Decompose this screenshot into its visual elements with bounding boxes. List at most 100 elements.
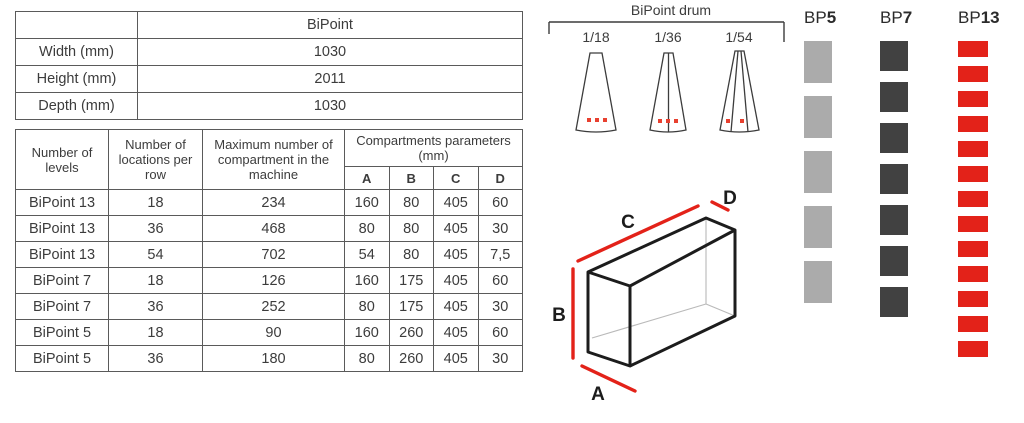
block-item xyxy=(880,82,908,112)
header-number-of-locations: Number of locations per row xyxy=(108,129,203,190)
cell-param-a: 80 xyxy=(344,215,390,242)
drum-segment-label-1-18: 1/18 xyxy=(582,29,609,45)
cell-param-d: 60 xyxy=(477,189,523,216)
block-column-bp5: BP5 xyxy=(804,8,874,303)
cell-locations: 36 xyxy=(108,345,203,372)
block-stack-bp13 xyxy=(958,41,1024,357)
block-item xyxy=(880,123,908,153)
cell-locations: 18 xyxy=(108,319,203,346)
dimension-line-c xyxy=(576,204,700,263)
block-item xyxy=(958,291,988,307)
cell-param-c: 405 xyxy=(433,293,479,320)
cell-param-c: 405 xyxy=(433,215,479,242)
header-param-b: B xyxy=(388,166,434,190)
block-item xyxy=(958,191,988,207)
cell-param-d: 60 xyxy=(477,319,523,346)
block-item xyxy=(880,287,908,317)
block-item xyxy=(880,41,908,71)
drum-segment-label-1-36: 1/36 xyxy=(654,29,681,45)
drum-title: BiPoint drum xyxy=(630,2,712,18)
cell-param-b: 260 xyxy=(388,319,434,346)
cell-param-c: 405 xyxy=(433,267,479,294)
block-item xyxy=(880,164,908,194)
block-item xyxy=(958,91,988,107)
header-compartments-parameters: Compartments parameters (mm) xyxy=(344,129,523,167)
cell-levels: BiPoint 7 xyxy=(15,293,109,320)
box-diagram-svg: C D B A xyxy=(552,188,737,405)
drum-wedge-1-36 xyxy=(649,52,687,133)
cell-param-d: 60 xyxy=(477,267,523,294)
cell-max: 180 xyxy=(202,345,345,372)
cell-levels: BiPoint 7 xyxy=(15,267,109,294)
configuration-table: Number of levels Number of locations per… xyxy=(15,129,523,372)
compartment-box-diagram: C D B A xyxy=(530,186,790,418)
table-row: BiPoint xyxy=(15,11,523,39)
cell-levels: BiPoint 13 xyxy=(15,189,109,216)
spec-value-depth: 1030 xyxy=(137,92,523,120)
cell-param-b: 80 xyxy=(388,189,434,216)
cell-max: 468 xyxy=(202,215,345,242)
cell-max: 702 xyxy=(202,241,345,268)
drum-wedge-1-36-dots xyxy=(658,119,678,123)
block-item xyxy=(958,341,988,357)
block-item xyxy=(958,66,988,82)
cell-param-d: 30 xyxy=(477,215,523,242)
block-item xyxy=(958,216,988,232)
dimensions-table: BiPoint Width (mm) 1030 Height (mm) 2011… xyxy=(15,11,523,120)
header-param-d: D xyxy=(477,166,523,190)
cell-param-a: 80 xyxy=(344,345,390,372)
cell-param-b: 80 xyxy=(388,215,434,242)
block-stack-bp7 xyxy=(880,41,950,317)
brand-header-cell: BiPoint xyxy=(137,11,523,39)
block-stack-bp5 xyxy=(804,41,874,303)
block-item xyxy=(958,241,988,257)
cell-levels: BiPoint 5 xyxy=(15,319,109,346)
block-item xyxy=(804,96,832,138)
cell-param-a: 54 xyxy=(344,241,390,268)
box-label-b: B xyxy=(552,305,566,326)
block-column-bp13: BP13 xyxy=(958,8,1024,357)
header-number-of-levels: Number of levels xyxy=(15,129,109,190)
cell-max: 126 xyxy=(202,267,345,294)
cell-param-d: 30 xyxy=(477,345,523,372)
cell-param-a: 160 xyxy=(344,267,390,294)
cell-param-c: 405 xyxy=(433,241,479,268)
cell-param-a: 160 xyxy=(344,189,390,216)
spec-corner-cell xyxy=(15,11,138,39)
cell-locations: 36 xyxy=(108,293,203,320)
spec-value-width: 1030 xyxy=(137,38,523,66)
cell-locations: 18 xyxy=(108,189,203,216)
box-label-c: C xyxy=(621,212,635,233)
cell-param-d: 30 xyxy=(477,293,523,320)
drum-segments-svg: 1/18 1/36 1/54 xyxy=(548,21,785,133)
box-label-d: D xyxy=(723,188,737,209)
table-subheader-row: A B C D xyxy=(16,166,523,190)
table-row: Width (mm) 1030 xyxy=(15,38,523,66)
drum-wedge-1-18-dots xyxy=(587,118,607,122)
block-column-label-bp5: BP5 xyxy=(804,8,837,27)
header-param-a: A xyxy=(344,166,390,190)
spec-value-height: 2011 xyxy=(137,65,523,93)
block-item xyxy=(804,261,832,303)
block-column-bp7: BP7 xyxy=(880,8,950,317)
box-outer-edges xyxy=(586,216,737,368)
table-row: Depth (mm) 1030 xyxy=(15,92,523,120)
block-item xyxy=(958,41,988,57)
box-label-a: A xyxy=(591,384,605,405)
cell-param-d: 7,5 xyxy=(477,241,523,268)
block-column-label-bp13: BP13 xyxy=(958,8,1000,27)
dimension-line-a xyxy=(580,364,637,393)
block-item xyxy=(958,116,988,132)
cell-locations: 18 xyxy=(108,267,203,294)
cell-param-b: 175 xyxy=(388,293,434,320)
cell-locations: 54 xyxy=(108,241,203,268)
table-header-row: Number of levels Number of locations per… xyxy=(15,129,523,190)
cell-param-c: 405 xyxy=(433,189,479,216)
header-param-c: C xyxy=(433,166,479,190)
cell-param-b: 175 xyxy=(388,267,434,294)
